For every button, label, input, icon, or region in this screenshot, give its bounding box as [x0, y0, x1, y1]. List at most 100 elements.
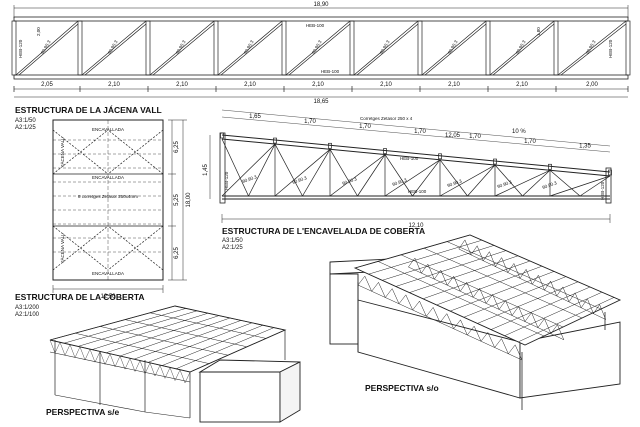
truss-web: [371, 282, 379, 292]
roof-rafter: [99, 326, 229, 356]
truss-zig: [159, 365, 166, 379]
truss-diagonal-inner: [356, 23, 419, 76]
truss-web: [505, 300, 513, 316]
truss-zig: [99, 351, 106, 365]
enc-web-diagonal: [384, 159, 441, 197]
roof-purlin: [77, 310, 198, 347]
title-encavalada: ESTRUCTURA DE L'ENCAVELALDA DE COBERTA: [222, 226, 425, 236]
truss-post: [417, 20, 423, 76]
truss-segment-dim: 2,05: [41, 82, 53, 88]
truss-web: [489, 251, 496, 267]
truss-web: [434, 270, 441, 280]
title-jacena: ESTRUCTURA DE LA JÁCENA VALL: [15, 105, 162, 115]
truss-web: [518, 306, 526, 322]
enc-web-diagonal: [549, 170, 581, 197]
roof-plan: [52, 119, 187, 293]
truss-segment-dim: 2,10: [516, 82, 528, 88]
enc-post-left: HEB-120: [224, 171, 229, 190]
roof-purlin: [518, 297, 615, 343]
truss-diag-label: 90.90.3: [107, 39, 119, 55]
truss-left-height: 2,00: [36, 27, 41, 36]
truss-web: [531, 312, 539, 328]
truss-web: [544, 318, 552, 334]
title-coberta: ESTRUCTURA DE LA COBERTA: [15, 292, 145, 302]
enc-web-diagonal: [522, 170, 551, 197]
truss-web: [472, 288, 480, 298]
enc-post-right: HEB-120: [600, 181, 605, 200]
roof-rafter: [400, 254, 564, 328]
enc-bottom-dim: 12,10: [408, 223, 424, 229]
perspective-se: [49, 305, 301, 423]
truss-diag-label: 90.90.3: [311, 39, 323, 55]
truss-diagonal-inner: [220, 23, 283, 76]
truss-web: [492, 294, 500, 310]
truss-web: [581, 298, 588, 308]
roof-purlin: [119, 317, 231, 357]
truss-diagonal-inner: [560, 23, 627, 76]
enc-web-diagonal: [467, 164, 496, 197]
roof-purlin: [395, 250, 507, 287]
truss-post: [145, 20, 151, 76]
enc-top-dim: 1,65: [249, 114, 261, 120]
plan-side-label-1: JÀCENA VALL: [59, 137, 65, 167]
truss-web: [513, 263, 521, 279]
enc-diag-label: 90.90.3: [392, 177, 408, 187]
truss-segment-dim: 2,10: [312, 82, 324, 88]
roof-rafter: [124, 319, 248, 348]
truss-web: [467, 325, 475, 336]
enc-top-dim: 1,70: [524, 139, 536, 145]
truss-web: [524, 312, 532, 322]
truss-zig: [179, 369, 186, 383]
truss-diagonal-inner: [288, 23, 351, 76]
truss-web: [464, 239, 472, 255]
plan-center-text: 8 corretges Zetasor 250x4mm: [78, 194, 138, 199]
enc-web-diagonal: [494, 169, 551, 197]
enc-diag-label: 90.90.3: [497, 179, 513, 189]
enc-diag-label: 90.90.3: [292, 175, 308, 185]
enc-chord-bottom-label: HEB-100: [408, 189, 427, 194]
truss-web: [476, 245, 484, 261]
enc-web-diagonal: [274, 149, 331, 197]
truss-web: [453, 319, 461, 329]
perspective-so: [329, 234, 622, 410]
truss-zig: [134, 360, 141, 372]
truss-segment-dim: 2,10: [380, 82, 392, 88]
truss-web: [398, 294, 407, 304]
truss-web: [501, 338, 509, 354]
truss-web: [447, 276, 454, 286]
truss-web: [550, 280, 557, 297]
truss-web: [556, 286, 564, 297]
enc-web-diagonal: [248, 143, 276, 197]
enc-top-dim: 1,35: [579, 144, 591, 150]
truss-zig: [119, 356, 126, 370]
scale-coberta-a2: A2:1/100: [15, 312, 40, 318]
roof-purlin: [189, 329, 286, 373]
enc-web-diagonal: [439, 159, 468, 197]
truss-segment-dim: 2,00: [586, 82, 598, 88]
enc-web-diagonal: [357, 154, 386, 197]
truss-web: [440, 270, 448, 286]
roof-purlin: [147, 322, 253, 363]
truss-web: [385, 288, 393, 298]
truss-diag-label: 90.90.3: [243, 39, 255, 55]
roof-purlin: [368, 239, 483, 275]
plan-label-mid: ENCAVALLADA: [92, 175, 124, 180]
truss-zig: [84, 349, 91, 360]
truss-web: [485, 294, 493, 304]
truss-web: [405, 294, 413, 311]
truss-web: [511, 306, 519, 316]
roof-purlin: [504, 291, 603, 336]
truss-web: [446, 313, 454, 329]
truss-diag-label: 90.90.3: [585, 39, 597, 55]
truss-zig: [144, 362, 151, 374]
plan-bottom-dim: 12,50: [100, 294, 116, 300]
truss-zig: [164, 367, 171, 379]
truss-zig: [129, 358, 136, 372]
enc-purlin-marker: [220, 132, 224, 139]
truss-diagonal-inner: [18, 23, 79, 76]
scale-coberta-a3: A3:1/200: [15, 305, 40, 311]
roof-purlin: [175, 327, 275, 370]
truss-web: [460, 282, 467, 292]
roof-purlin: [133, 320, 242, 360]
